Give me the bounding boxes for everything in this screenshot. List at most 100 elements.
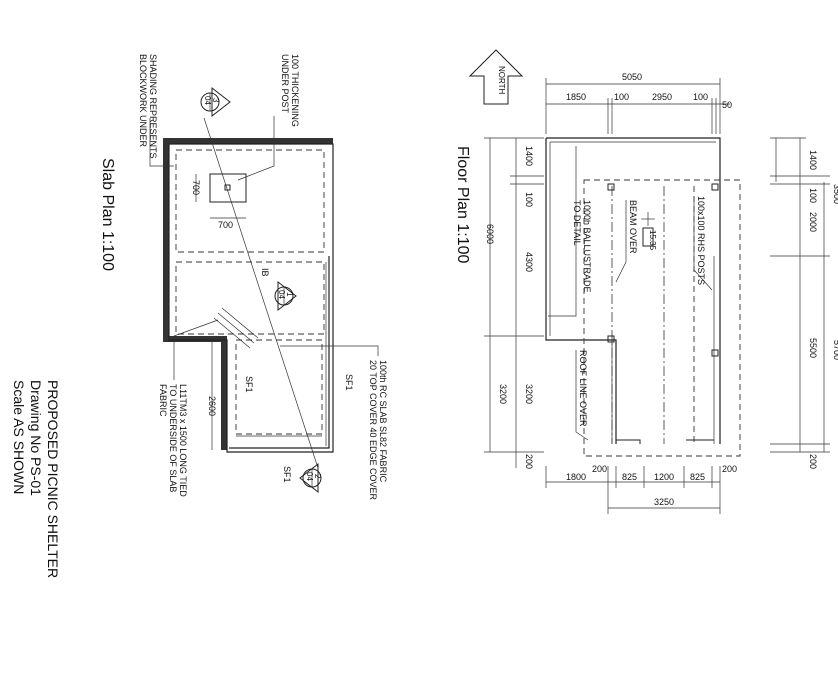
dim-left-6: 3200 bbox=[498, 384, 508, 404]
slab-panel-north bbox=[175, 149, 325, 253]
dim-top-3: 2950 bbox=[652, 92, 672, 102]
note-slab-1: 100th RC SLAB SL82 FABRIC bbox=[378, 360, 388, 483]
dim-right-3: 2000 bbox=[808, 212, 818, 232]
slab-panel-south bbox=[235, 339, 323, 435]
dim-bottom-4: 1200 bbox=[654, 472, 674, 482]
label-sf1-b: SF1 bbox=[344, 374, 354, 391]
post-nw bbox=[607, 183, 615, 191]
note-bars-2: TO UNDERSIDE OF SLAB bbox=[168, 384, 178, 492]
blockwork-north bbox=[163, 138, 333, 144]
north-arrow-icon: NORTH bbox=[468, 49, 524, 105]
wall-east bbox=[546, 137, 721, 444]
slab-plan: Slab Plan 1:100 700 700 bbox=[99, 54, 388, 501]
section-marker-2: 2 04 bbox=[299, 462, 322, 494]
dims-bottom: 1800 200 825 1200 825 200 3250 bbox=[545, 464, 737, 514]
floor-plan-title: Floor Plan 1:100 bbox=[454, 146, 471, 264]
dims-top: 5050 1850 100 2950 100 50 bbox=[545, 72, 732, 134]
dim-left-3: 4300 bbox=[524, 252, 534, 272]
dim-right-2: 100 bbox=[808, 188, 818, 203]
section-2-sheet: 04 bbox=[305, 472, 314, 481]
dims-right: 1400 100 2000 5500 200 3500 5700 bbox=[770, 137, 838, 469]
section-3-sheet: 04 bbox=[203, 96, 212, 105]
label-sf1-a: SF1 bbox=[244, 376, 254, 393]
leader-slab bbox=[280, 345, 379, 356]
leader-thickening bbox=[237, 116, 275, 181]
title-drawing-no: Drawing No PS-01 bbox=[28, 380, 44, 496]
dim-top-1: 1850 bbox=[566, 92, 586, 102]
note-bars-3: FABRIC bbox=[158, 384, 168, 417]
note-bars-1: L11TM3 x 1500 LONG TIED bbox=[178, 384, 188, 497]
floor-plan: Floor Plan 1:100 NORTH 15.35 bbox=[454, 49, 838, 514]
label-ib: IB bbox=[260, 268, 270, 277]
bench-sw bbox=[616, 439, 641, 444]
section-2-num: 2 bbox=[313, 474, 322, 479]
section-1-sheet: 04 bbox=[277, 290, 286, 299]
dim-right-overall-1: 3500 bbox=[832, 184, 838, 204]
section-3-num: 3 bbox=[211, 98, 220, 103]
note-shading-1: SHADING REPRESENTS bbox=[148, 54, 158, 159]
title-scale: Scale AS SHOWN bbox=[11, 380, 27, 494]
post-sw bbox=[607, 335, 615, 343]
dim-bottom-1: 1800 bbox=[566, 472, 586, 482]
dim-left-overall: 6000 bbox=[485, 224, 495, 244]
dim-left-4: 3200 bbox=[524, 384, 534, 404]
dim-2600: 2600 bbox=[207, 396, 217, 416]
roof-line bbox=[583, 179, 741, 457]
dim-bottom-3: 825 bbox=[622, 472, 637, 482]
dim-left-2: 100 bbox=[524, 192, 534, 207]
slab-edge-inner bbox=[229, 256, 330, 449]
note-thickening-2: UNDER POST bbox=[280, 54, 290, 114]
dim-700-a: 700 bbox=[191, 180, 201, 195]
post-se bbox=[711, 349, 719, 357]
dim-right-1: 1400 bbox=[808, 150, 818, 170]
dim-bottom-6: 200 bbox=[722, 464, 737, 474]
note-shading-2: BLOCKWORK UNDER bbox=[138, 54, 148, 148]
slab-panel-middle bbox=[175, 261, 325, 335]
note-ballustrade-2: TO DETAIL bbox=[572, 200, 582, 246]
note-roof: ROOF LINE OVER bbox=[578, 350, 588, 427]
note-slab-2: 20 TOP COVER 40 EDGE COVER bbox=[368, 360, 378, 501]
note-beam: BEAM OVER bbox=[628, 200, 638, 254]
trimmer-bars bbox=[213, 307, 259, 349]
dim-top-4: 100 bbox=[693, 92, 708, 102]
dim-bottom-5: 825 bbox=[690, 472, 705, 482]
leader-bars bbox=[173, 319, 219, 380]
note-posts: 100x100 RHS POSTS bbox=[696, 196, 706, 285]
slab-outline bbox=[168, 143, 334, 453]
blockwork-south bbox=[163, 336, 227, 342]
dim-700-b: 700 bbox=[218, 220, 233, 230]
leader-ballustrade bbox=[548, 146, 577, 317]
blockwork-west bbox=[163, 138, 169, 340]
title-block: PROPOSED PICNIC SHELTER Drawing No PS-01… bbox=[11, 380, 61, 578]
dim-left-1: 1400 bbox=[524, 146, 534, 166]
level-tag-box bbox=[642, 227, 654, 247]
dim-top-5: 50 bbox=[722, 100, 732, 110]
section-cut-line bbox=[203, 117, 319, 469]
north-label: NORTH bbox=[497, 66, 506, 95]
section-marker-1: 1 04 bbox=[274, 280, 297, 312]
slab-plan-title: Slab Plan 1:100 bbox=[99, 158, 116, 271]
label-sf1-c: SF1 bbox=[282, 466, 292, 483]
dim-top-overall: 5050 bbox=[622, 72, 642, 82]
dim-right-overall-2: 5700 bbox=[832, 340, 838, 360]
title-project: PROPOSED PICNIC SHELTER bbox=[45, 380, 61, 578]
post-ne bbox=[711, 183, 719, 191]
leader-shading bbox=[149, 118, 174, 167]
dim-bottom-overall: 3250 bbox=[654, 497, 674, 507]
dim-right-4: 5500 bbox=[808, 338, 818, 358]
leader-roof bbox=[575, 350, 589, 441]
level-tag: 15.35 bbox=[648, 230, 657, 251]
section-marker-3: 3 04 bbox=[200, 86, 231, 118]
note-thickening-1: 100 THICKENING bbox=[290, 54, 300, 127]
post-thickening bbox=[209, 173, 247, 203]
blockwork-step bbox=[221, 336, 227, 450]
wall-west-step bbox=[545, 138, 617, 444]
dim-bottom-2: 200 bbox=[592, 464, 607, 474]
dim-left-5: 200 bbox=[524, 454, 534, 469]
leader-beam bbox=[615, 200, 627, 283]
leader-posts bbox=[693, 196, 713, 291]
dims-left: 6000 1400 100 4300 3200 200 3200 bbox=[484, 137, 544, 469]
dim-right-5: 200 bbox=[808, 454, 818, 469]
